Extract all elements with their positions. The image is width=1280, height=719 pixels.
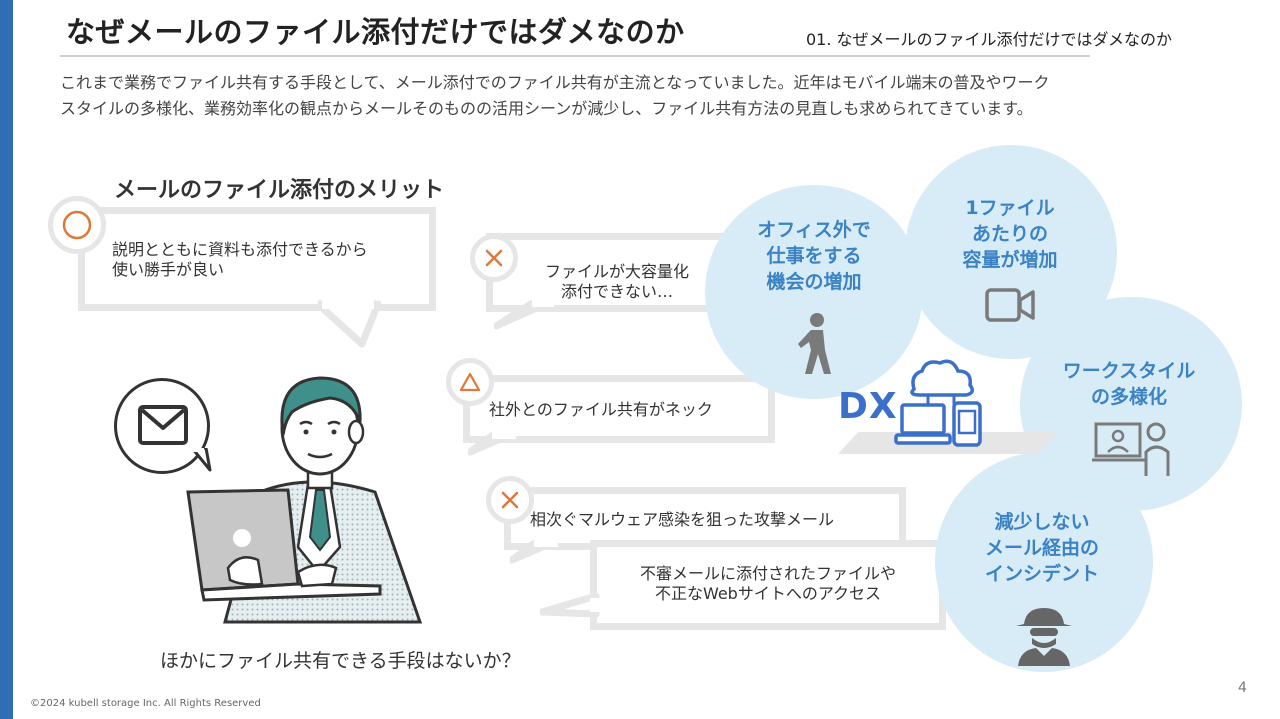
trend-3-line-2: の多様化: [1090, 386, 1167, 408]
trend-4-line-2: メール経由の: [984, 537, 1099, 559]
cross-mark-icon-2: [486, 476, 534, 524]
circle-mark-icon: [48, 196, 106, 254]
issue-bubble-4-tail: [540, 592, 600, 618]
envelope-icon: [138, 405, 188, 445]
triangle-mark-icon: [446, 358, 494, 406]
cross-mark-icon: [470, 234, 518, 282]
issue-text-2: 社外とのファイル共有がネック: [489, 400, 713, 420]
trend-2-line-1: 1ファイル: [965, 197, 1055, 219]
issue-4-line-2: 不正なWebサイトへのアクセス: [654, 584, 882, 603]
trend-text-remote-work: オフィス外で 仕事をする 機会の増加: [740, 217, 888, 295]
intro-line-2: スタイルの多様化、業務効率化の観点からメールそのものの活用シーンが減少し、ファイ…: [60, 99, 1033, 118]
video-meeting-icon: [1092, 422, 1170, 476]
left-accent-bar: [0, 0, 13, 719]
trend-3-line-1: ワークスタイル: [1062, 360, 1196, 382]
walking-person-icon: [798, 313, 831, 374]
issue-1-line-1: ファイルが大容量化: [544, 262, 689, 281]
issue-bubble-1-tail: [494, 300, 554, 330]
section-label: 01. なぜメールのファイル添付だけではダメなのか: [806, 30, 1173, 49]
businessman-laptop-illustration: [186, 376, 423, 624]
intro-line-1: これまで業務でファイル共有する手段として、メール添付でのファイル共有が主流となっ…: [60, 73, 1050, 92]
cloud-devices-icon: [894, 359, 982, 447]
trend-text-file-size: 1ファイル あたりの 容量が増加: [936, 195, 1084, 273]
merit-heading: メールのファイル添付のメリット: [114, 178, 445, 203]
issue-1-line-2: 添付できない…: [560, 282, 673, 301]
issue-4-line-1: 不審メールに添付されたファイルや: [639, 564, 896, 583]
dx-label: DX: [838, 386, 898, 427]
merit-line-1: 説明とともに資料も添付できるから: [112, 240, 368, 259]
intro-paragraph: これまで業務でファイル共有する手段として、メール添付でのファイル共有が主流となっ…: [60, 70, 1240, 122]
issue-text-3: 相次ぐマルウェア感染を狙った攻撃メール: [530, 510, 834, 530]
copyright: ©2024 kubell storage Inc. All Rights Res…: [30, 698, 261, 709]
issue-bubble-2-tail: [468, 432, 516, 456]
trend-text-incidents: 減少しない メール経由の インシデント: [962, 509, 1122, 587]
merit-text: 説明とともに資料も添付できるから 使い勝手が良い: [112, 240, 368, 280]
trend-1-line-3: 機会の増加: [766, 271, 862, 293]
trend-1-line-2: 仕事をする: [766, 245, 862, 267]
trend-text-workstyle: ワークスタイル の多様化: [1046, 358, 1212, 410]
trend-2-line-3: 容量が増加: [962, 249, 1058, 271]
page-number: 4: [1238, 680, 1247, 696]
trend-1-line-1: オフィス外で: [757, 219, 871, 241]
trend-2-line-2: あたりの: [971, 223, 1048, 245]
trend-4-line-3: インシデント: [984, 563, 1099, 585]
issue-2-line-1: 社外とのファイル共有がネック: [489, 400, 713, 419]
hacker-icon: [1016, 608, 1072, 666]
issue-bubble-4: [590, 540, 946, 630]
merit-bubble: [78, 207, 436, 311]
issue-3-line-1: 相次ぐマルウェア感染を狙った攻撃メール: [530, 510, 835, 529]
merit-bubble-tail: [318, 300, 382, 348]
merit-line-2: 使い勝手が良い: [112, 260, 225, 279]
question-text: ほかにファイル共有できる手段はないか？: [160, 650, 521, 672]
title-divider: [60, 55, 1090, 57]
issue-bubble-2: [463, 375, 775, 443]
envelope-bubble-tail: [190, 448, 212, 472]
issue-bubble-3-tail: [510, 540, 558, 564]
issue-text-4: 不審メールに添付されたファイルや 不正なWebサイトへのアクセス: [610, 564, 926, 604]
issue-text-1: ファイルが大容量化 添付できない…: [532, 262, 702, 302]
video-camera-icon: [985, 288, 1035, 322]
slide-title: なぜメールのファイル添付だけではダメなのか: [66, 15, 685, 49]
trend-4-line-1: 減少しない: [994, 511, 1090, 533]
